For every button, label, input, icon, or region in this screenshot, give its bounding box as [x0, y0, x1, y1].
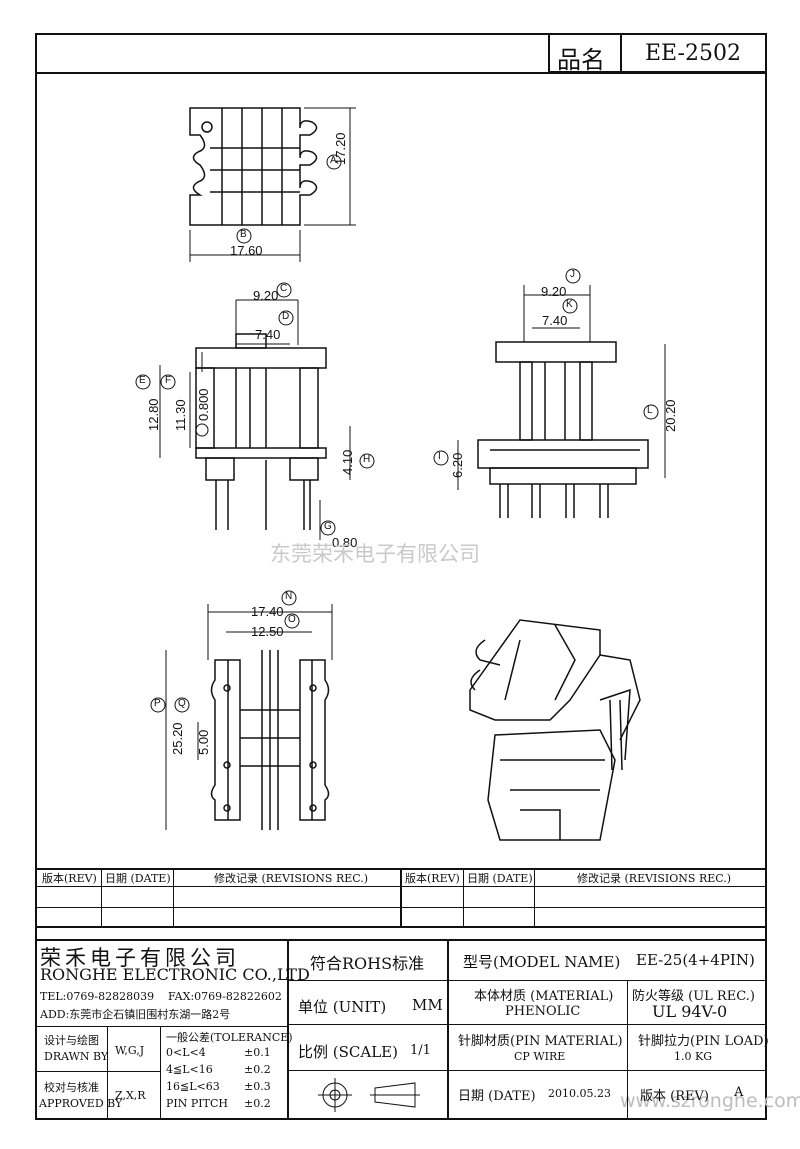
- tolerance-range-1: 0<L<4: [166, 1046, 206, 1059]
- rev-col-rev-1: 版本(REV): [42, 872, 97, 885]
- pin-load-value: 1.0 KG: [674, 1050, 712, 1063]
- company-address: ADD:东莞市企石镇旧围村东湖一路2号: [40, 1008, 231, 1021]
- dim-I-mark: I: [438, 451, 441, 462]
- date-label: 日期 (DATE): [458, 1089, 536, 1104]
- product-code: EE-2502: [645, 41, 741, 66]
- date-value: 2010.05.23: [548, 1087, 611, 1100]
- tolerance-range-4: PIN PITCH: [166, 1097, 228, 1110]
- material-value: PHENOLIC: [505, 1004, 581, 1019]
- scale-label: 比例 (SCALE): [298, 1043, 398, 1061]
- drawing-frame: [35, 33, 767, 1120]
- dim-E-mark: E: [139, 375, 146, 386]
- drawn-value: W,G,J: [115, 1044, 145, 1057]
- dim-K-value: 7.40: [542, 313, 568, 328]
- tolerance-value-2: ±0.2: [244, 1063, 271, 1076]
- tolerance-value-1: ±0.1: [244, 1046, 271, 1059]
- pin-material-label: 针脚材质(PIN MATERIAL): [458, 1034, 623, 1049]
- rev-col-rec-2: 修改记录 (REVISIONS REC.): [577, 872, 732, 885]
- fire-value: UL 94V-0: [652, 1002, 728, 1021]
- drawn-label-cn: 设计与绘图: [44, 1034, 99, 1047]
- rohs-label: 符合ROHS标准: [310, 954, 425, 973]
- bottom-view-right: [299, 659, 330, 821]
- dim-O-value: 12.50: [251, 624, 284, 639]
- product-label: 品名: [557, 46, 605, 74]
- dim-K-mark: K: [566, 299, 573, 310]
- top-view-outline: [189, 107, 318, 226]
- company-tel: TEL:0769-82828039: [40, 990, 155, 1003]
- dim-H-mark: H: [363, 454, 371, 465]
- rev-col-date-1: 日期 (DATE): [105, 872, 171, 885]
- watermark-company: 东莞荣禾电子有限公司: [270, 542, 480, 566]
- pin-material-value: CP WIRE: [514, 1050, 566, 1063]
- dim-O-mark: O: [288, 614, 296, 625]
- scale-value: 1/1: [410, 1043, 431, 1058]
- bottom-view-left: [210, 659, 241, 821]
- approved-label-en: APPROVED BY: [39, 1097, 123, 1110]
- dim-G-value: 0.80: [332, 535, 358, 550]
- unit-label: 单位 (UNIT): [298, 998, 387, 1016]
- dim-B-value: 17.60: [230, 243, 263, 258]
- company-name-cn: 荣禾电子有限公司: [40, 946, 240, 970]
- pin-load-label: 针脚拉力(PIN LOAD): [638, 1034, 769, 1049]
- model-value: EE-25(4+4PIN): [636, 951, 755, 969]
- isometric-bottom-part: [487, 729, 616, 841]
- approved-label-cn: 校对与核准: [44, 1081, 99, 1094]
- version-value: A: [734, 1085, 744, 1100]
- tolerance-range-2: 4≦L<16: [166, 1063, 213, 1076]
- model-label: 型号(MODEL NAME): [463, 953, 621, 971]
- rev-col-rec-1: 修改记录 (REVISIONS REC.): [214, 872, 369, 885]
- company-name-en: RONGHE ELECTRONIC CO.,LTD: [40, 965, 310, 984]
- version-label: 版本 (REV): [640, 1089, 709, 1104]
- dim-D-mark: D: [282, 311, 290, 322]
- dim-A-mark: A: [330, 155, 337, 166]
- material-label: 本体材质 (MATERIAL): [474, 989, 614, 1004]
- dim-J-mark: J: [570, 269, 575, 280]
- company-fax: FAX:0769-82822602: [168, 990, 282, 1003]
- dim-Q-mark: Q: [178, 698, 186, 709]
- watermark-url: www.szronghe.com: [620, 1090, 800, 1112]
- dim-P-mark: P: [154, 698, 161, 709]
- dim-J-value: 9.20: [541, 284, 567, 299]
- dim-L-mark: L: [647, 405, 653, 416]
- isometric-top-part: [469, 619, 601, 721]
- tolerance-value-3: ±0.3: [244, 1080, 271, 1093]
- dim-D-value: 7.40: [255, 327, 281, 342]
- tolerance-value-4: ±0.2: [244, 1097, 271, 1110]
- rev-col-rev-2: 版本(REV): [405, 872, 460, 885]
- dim-C-value: 9.20: [253, 288, 279, 303]
- unit-value: MM: [412, 996, 443, 1014]
- dim-N-value: 17.40: [251, 604, 284, 619]
- rev-col-date-2: 日期 (DATE): [467, 872, 533, 885]
- tolerance-title: 一般公差(TOLERANCE): [166, 1031, 293, 1044]
- dim-F-mark: F: [165, 375, 172, 386]
- dim-G-mark: G: [324, 521, 332, 532]
- drawn-label-en: DRAWN BY: [44, 1050, 109, 1063]
- tolerance-range-3: 16≦L<63: [166, 1080, 220, 1093]
- dim-B-mark: B: [240, 229, 247, 240]
- dim-N-mark: N: [285, 591, 293, 602]
- fire-label: 防火等级 (UL REC.): [632, 989, 755, 1004]
- dim-C-mark: C: [280, 283, 288, 294]
- approved-value: Z,X,R: [115, 1089, 146, 1102]
